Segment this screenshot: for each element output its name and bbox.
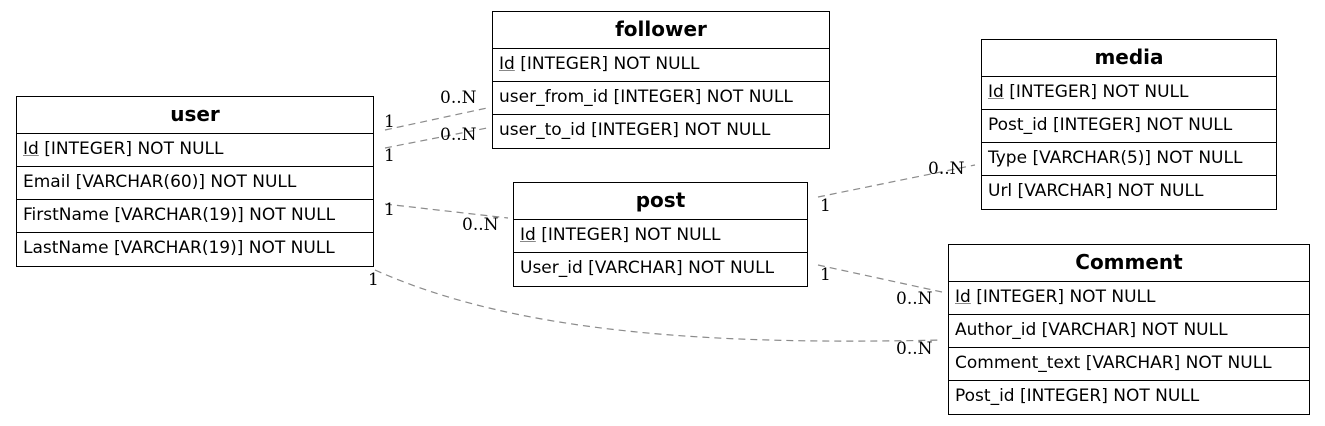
attribute-row: Post_id [INTEGER] NOT NULL: [982, 110, 1276, 143]
entity-comment[interactable]: Comment Id [INTEGER] NOT NULL Author_id …: [948, 244, 1310, 415]
attribute-row: Author_id [VARCHAR] NOT NULL: [949, 315, 1309, 348]
attribute-text: User_id [VARCHAR] NOT NULL: [520, 258, 775, 278]
primary-key: Id: [520, 225, 536, 245]
cardinality-label: 1: [384, 200, 395, 220]
entity-media[interactable]: media Id [INTEGER] NOT NULL Post_id [INT…: [981, 39, 1277, 210]
primary-key: Id: [988, 82, 1004, 102]
attribute-text: Comment_text [VARCHAR] NOT NULL: [955, 353, 1272, 373]
cardinality-label: 0..N: [440, 88, 477, 108]
attribute-row: Comment_text [VARCHAR] NOT NULL: [949, 348, 1309, 381]
entity-title: post: [514, 183, 807, 220]
attribute-text: [INTEGER] NOT NULL: [514, 54, 700, 74]
cardinality-label: 0..N: [928, 159, 965, 179]
attribute-row: user_from_id [INTEGER] NOT NULL: [493, 82, 829, 115]
attribute-row: Id [INTEGER] NOT NULL: [493, 49, 829, 82]
attribute-row: Id [INTEGER] NOT NULL: [982, 77, 1276, 110]
primary-key: Id: [23, 139, 39, 159]
attribute-text: Author_id [VARCHAR] NOT NULL: [955, 320, 1228, 340]
attribute-text: [INTEGER] NOT NULL: [1003, 82, 1189, 102]
primary-key: Id: [499, 54, 515, 74]
attribute-text: FirstName [VARCHAR(19)] NOT NULL: [23, 205, 336, 225]
entity-title: Comment: [949, 245, 1309, 282]
cardinality-label: 0..N: [896, 339, 933, 359]
attribute-text: [INTEGER] NOT NULL: [38, 139, 224, 159]
entity-follower[interactable]: follower Id [INTEGER] NOT NULL user_from…: [492, 11, 830, 149]
entity-title: user: [17, 97, 373, 134]
attribute-row: Url [VARCHAR] NOT NULL: [982, 176, 1276, 209]
cardinality-label: 1: [384, 112, 395, 132]
cardinality-label: 1: [384, 146, 395, 166]
relation-user-comment: [374, 269, 943, 342]
attribute-row: LastName [VARCHAR(19)] NOT NULL: [17, 233, 373, 266]
attribute-text: LastName [VARCHAR(19)] NOT NULL: [23, 238, 335, 258]
attribute-text: user_to_id [INTEGER] NOT NULL: [499, 120, 771, 140]
attribute-row: Id [INTEGER] NOT NULL: [514, 220, 807, 253]
attribute-text: [INTEGER] NOT NULL: [535, 225, 721, 245]
attribute-row: Email [VARCHAR(60)] NOT NULL: [17, 167, 373, 200]
attribute-row: Post_id [INTEGER] NOT NULL: [949, 381, 1309, 414]
cardinality-label: 1: [820, 196, 831, 216]
attribute-text: Email [VARCHAR(60)] NOT NULL: [23, 172, 297, 192]
attribute-text: Post_id [INTEGER] NOT NULL: [955, 386, 1200, 406]
cardinality-label: 1: [368, 270, 379, 290]
entity-title: follower: [493, 12, 829, 49]
entity-user[interactable]: user Id [INTEGER] NOT NULL Email [VARCHA…: [16, 96, 374, 267]
attribute-row: Id [INTEGER] NOT NULL: [17, 134, 373, 167]
attribute-text: Type [VARCHAR(5)] NOT NULL: [988, 148, 1243, 168]
cardinality-label: 0..N: [896, 289, 933, 309]
relation-user-follower-to: [384, 127, 488, 149]
relation-user-post: [384, 203, 509, 219]
cardinality-label: 0..N: [440, 125, 477, 145]
attribute-row: user_to_id [INTEGER] NOT NULL: [493, 115, 829, 148]
relation-user-follower-from: [384, 107, 488, 131]
relation-post-media: [817, 164, 976, 198]
cardinality-label: 1: [820, 265, 831, 285]
entity-post[interactable]: post Id [INTEGER] NOT NULL User_id [VARC…: [513, 182, 808, 287]
attribute-text: Post_id [INTEGER] NOT NULL: [988, 115, 1233, 135]
attribute-row: User_id [VARCHAR] NOT NULL: [514, 253, 807, 286]
entity-title: media: [982, 40, 1276, 77]
primary-key: Id: [955, 287, 971, 307]
attribute-text: user_from_id [INTEGER] NOT NULL: [499, 87, 793, 107]
attribute-row: FirstName [VARCHAR(19)] NOT NULL: [17, 200, 373, 233]
attribute-row: Id [INTEGER] NOT NULL: [949, 282, 1309, 315]
cardinality-label: 0..N: [462, 215, 499, 235]
attribute-text: Url [VARCHAR] NOT NULL: [988, 181, 1204, 201]
relation-post-comment: [817, 264, 943, 293]
attribute-text: [INTEGER] NOT NULL: [970, 287, 1156, 307]
attribute-row: Type [VARCHAR(5)] NOT NULL: [982, 143, 1276, 176]
